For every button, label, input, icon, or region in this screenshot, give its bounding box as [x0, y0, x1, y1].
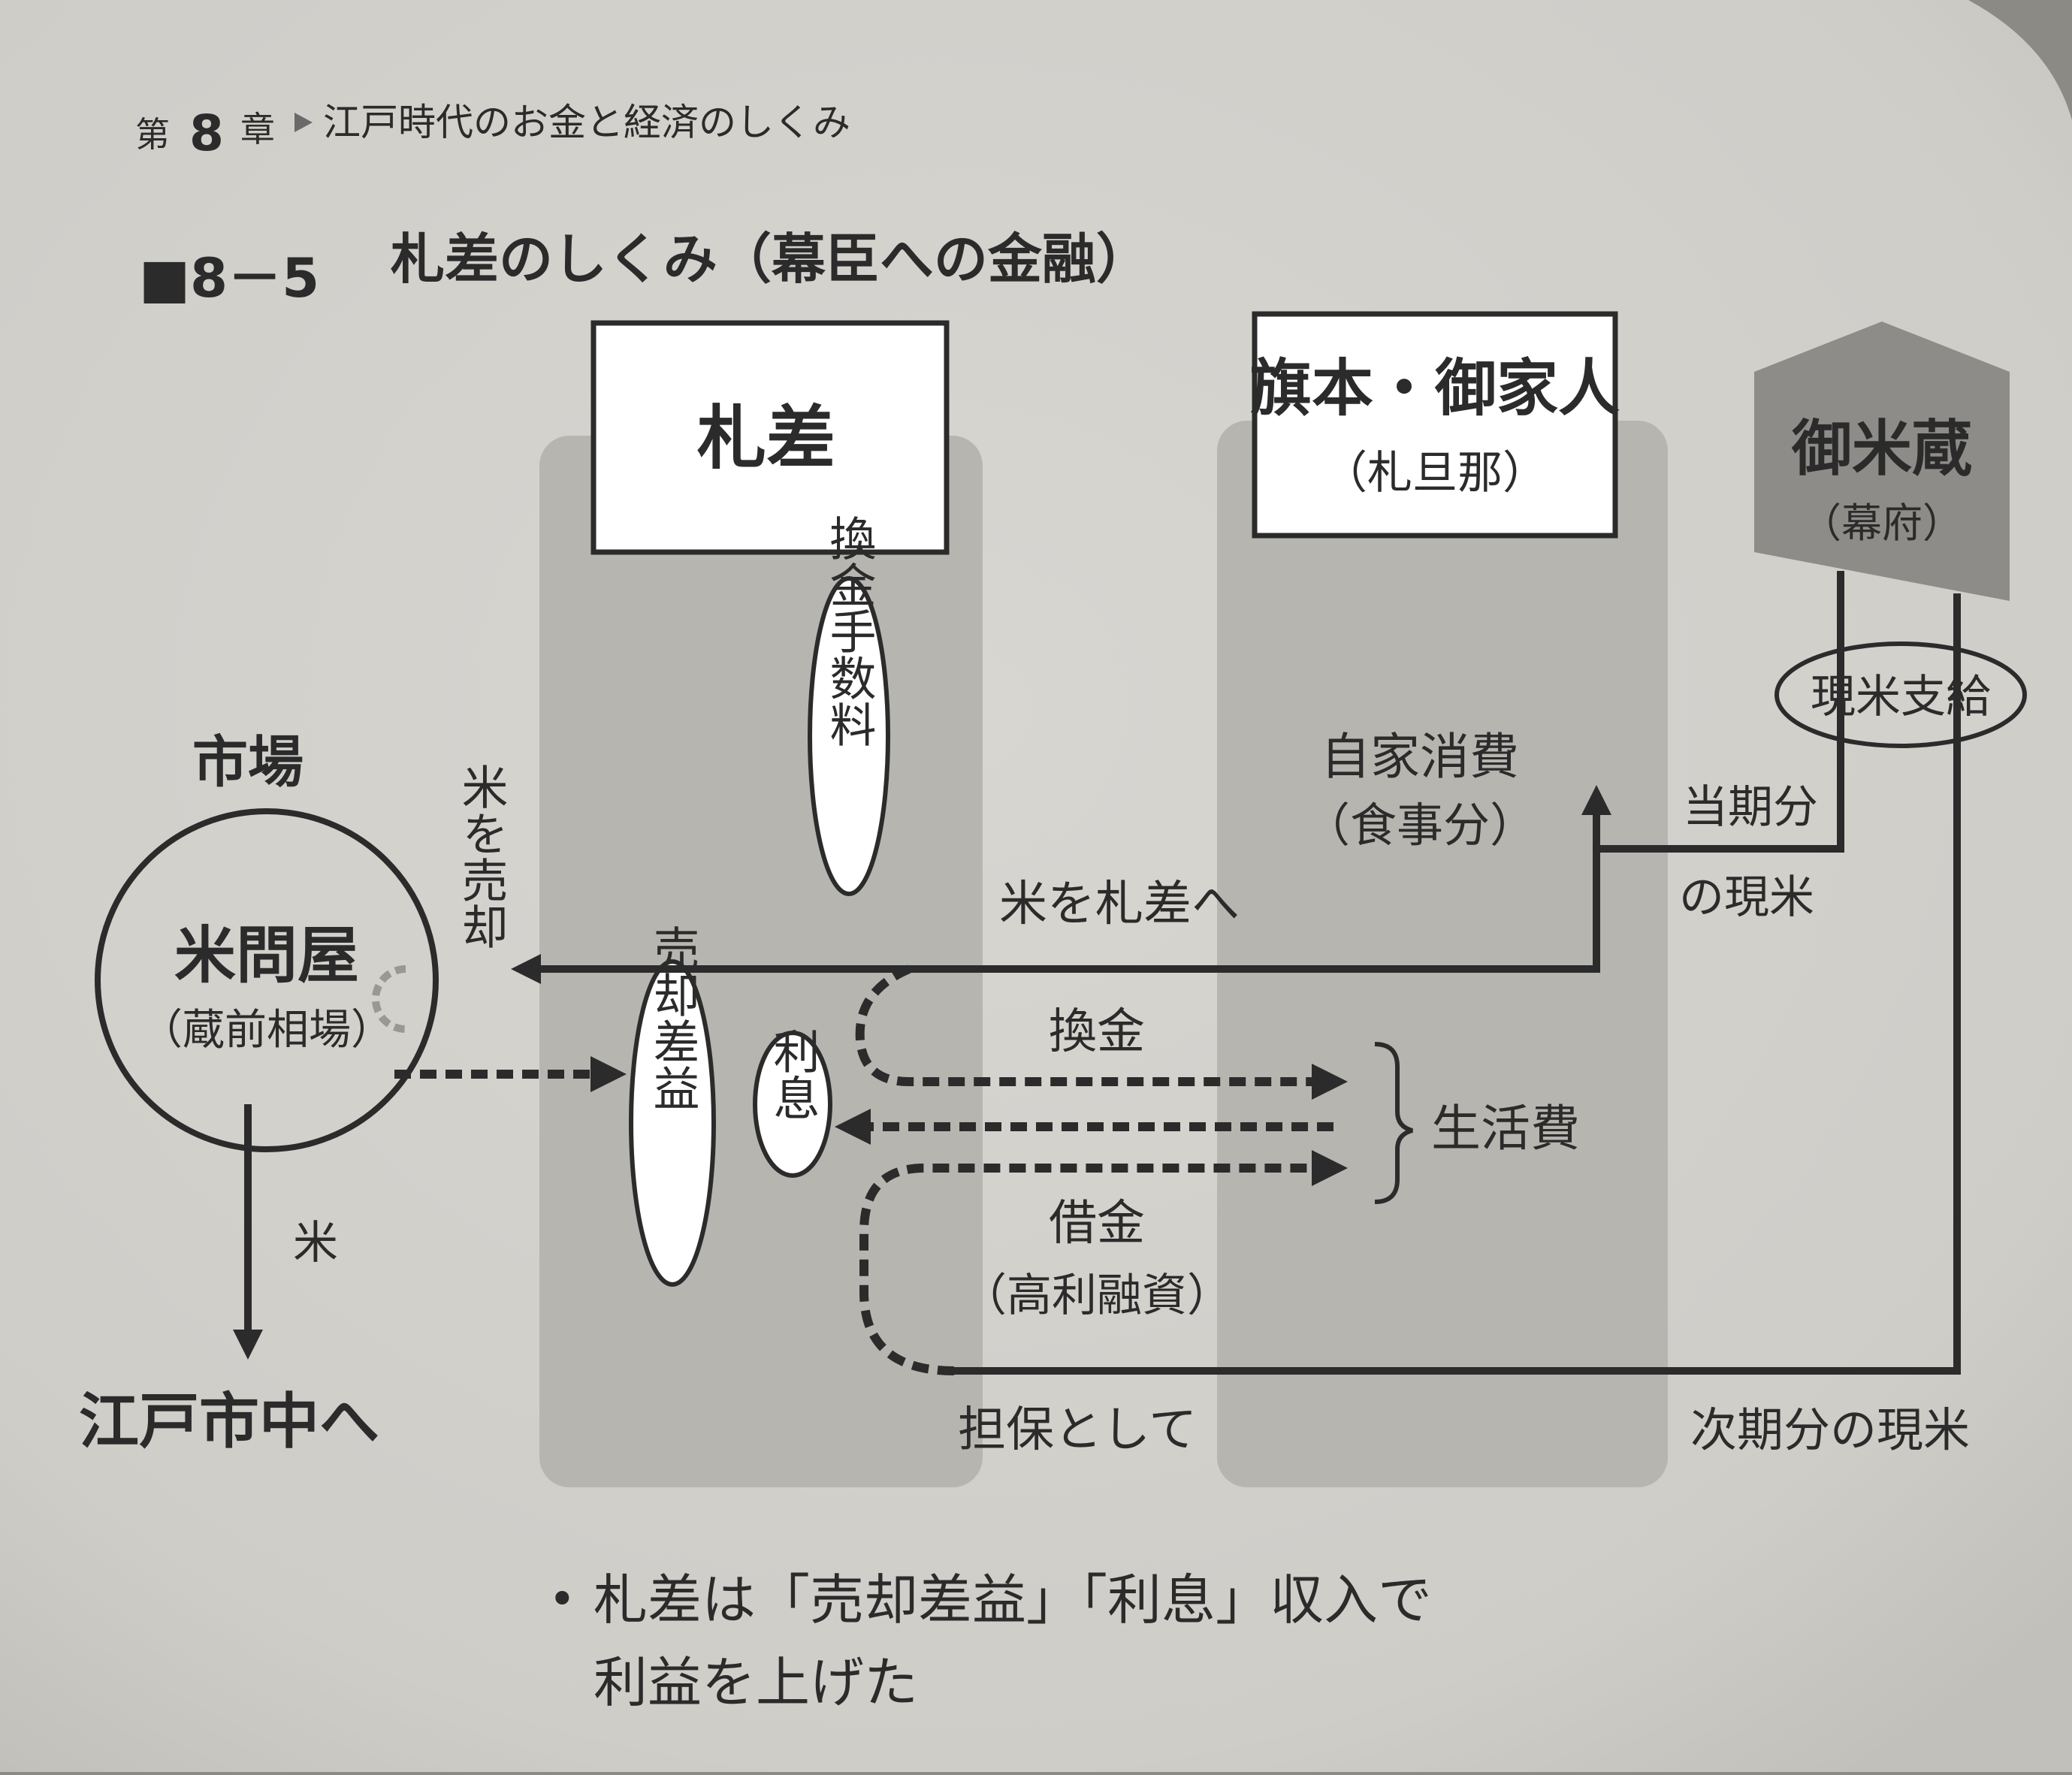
hatamoto-sub: （札旦那） — [1322, 447, 1548, 500]
note-bullet: • — [548, 1571, 576, 1626]
kome-baikyaku-label: 米を売却 — [454, 763, 509, 949]
figure-title: 札差のしくみ（幕臣への金融） — [391, 228, 1150, 291]
edo-label: 江戸市中へ — [79, 1387, 379, 1457]
baikyaku-saeki-ellipse — [629, 959, 716, 1287]
komedonya-sub: （蔵前相場） — [140, 1006, 393, 1055]
touki-label-1: 当期分 — [1683, 781, 1818, 834]
okomegura-title: 御米蔵 — [1791, 414, 1972, 484]
market-label: 市場 — [192, 730, 304, 795]
kankin-label: 換金 — [1049, 1004, 1145, 1060]
note-line-1: 札差は「売却差益」「利息」収入で — [594, 1568, 1432, 1632]
jiki-label: 次期分の現米 — [1690, 1402, 1970, 1457]
kankin-fee-ellipse — [808, 576, 890, 896]
tanpo-label: 担保として — [958, 1402, 1197, 1458]
note-line-2: 利益を上げた — [594, 1651, 918, 1714]
okomegura-storehouse — [1754, 321, 2010, 601]
seikatsuhi-label: 生活費 — [1431, 1100, 1580, 1158]
fudasashi-column — [539, 436, 983, 1487]
kankin-arrow — [855, 964, 1348, 1100]
chapter-title: 江戸時代のお金と経済のしくみ — [323, 101, 850, 144]
jika-shohi-label: 自家消費 — [1321, 728, 1519, 786]
kome-label: 米 — [293, 1217, 338, 1269]
figure-number: ■8－5 — [139, 246, 319, 309]
fudasashi-box — [590, 320, 950, 555]
shokuji-label: （食事分） — [1303, 798, 1536, 853]
loan-arrow — [859, 1150, 1348, 1375]
okomegura-sub: （幕府） — [1801, 500, 1963, 547]
hatamoto-title: 旗本・御家人 — [1250, 353, 1620, 424]
kankin-fee-label: 換金手数料 — [822, 515, 877, 747]
fudasashi-label: 札差 — [697, 398, 835, 478]
living-cost-brace — [1374, 1042, 1413, 1204]
baikyaku-saeki-label: 売却差益 — [645, 925, 700, 1111]
header-triangle-icon — [294, 113, 313, 132]
kome-to-fudasashi-label: 米を札差へ — [999, 877, 1240, 932]
hatamoto-box — [1252, 311, 1618, 539]
touki-label-2: の現米 — [1679, 871, 1814, 924]
chapter-number: 8 — [189, 104, 224, 162]
next-rice-collateral-line — [954, 593, 1961, 1375]
risoku-label: 利息 — [766, 1028, 820, 1121]
chapter-prefix: 第 — [135, 114, 170, 155]
running-header: 第 8 章 江戸時代のお金と経済のしくみ — [135, 101, 850, 162]
komedonya-title: 米問屋 — [174, 920, 359, 992]
risoku-ellipse — [753, 1031, 832, 1178]
chapter-suffix: 章 — [240, 109, 275, 149]
hatamoto-column — [1217, 421, 1668, 1487]
rice-to-fudasashi-arrow — [511, 849, 1600, 984]
komedonya-circle — [95, 808, 439, 1152]
shakkin-label: 借金 — [1049, 1196, 1145, 1251]
kouri-label: （高利融資） — [962, 1269, 1232, 1322]
current-rice-to-self-arrow — [1581, 571, 1844, 853]
